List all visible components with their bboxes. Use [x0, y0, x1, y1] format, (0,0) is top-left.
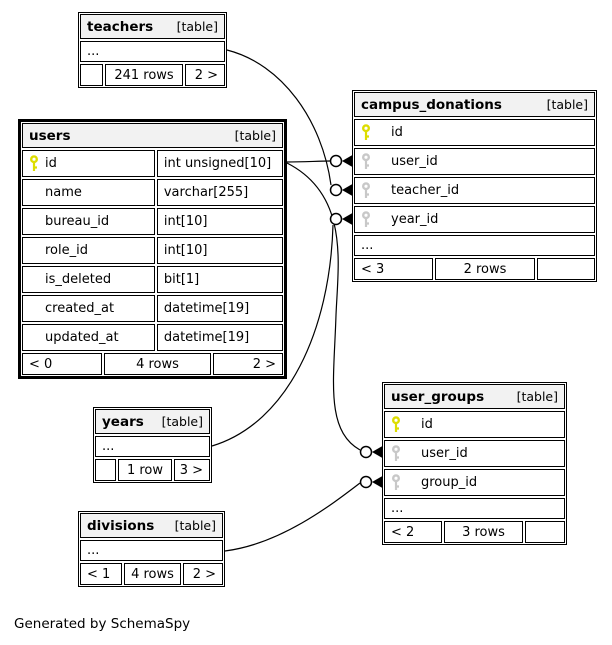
column-name: bureau_id — [45, 214, 110, 229]
column-name: year_id — [391, 212, 439, 227]
column-name: id — [421, 417, 433, 432]
column-name: is_deleted — [45, 272, 112, 287]
edge-arrowhead — [342, 184, 352, 196]
table-type-tag: [table] — [546, 97, 588, 112]
column-name: group_id — [421, 475, 478, 490]
table-type-tag: [table] — [161, 414, 203, 429]
column-name: name — [45, 185, 82, 200]
table-campus_donations[interactable]: campus_donations [table] id user_id teac… — [352, 90, 597, 282]
column-type: int[10] — [156, 237, 283, 264]
pagination-left[interactable]: < 0 — [22, 353, 102, 375]
collapsed-columns: ... — [80, 540, 223, 561]
pagination-right[interactable]: 2 > — [185, 64, 225, 86]
collapsed-columns: ... — [80, 41, 225, 62]
edge-divisions-to-user_groups-group_id — [224, 482, 361, 552]
pagination-right[interactable]: 2 > — [183, 563, 223, 585]
column-type: datetime[19] — [156, 295, 283, 322]
row-count: 1 row — [118, 459, 172, 481]
column-name: id — [45, 156, 57, 171]
column-name: teacher_id — [391, 183, 460, 198]
column-name: created_at — [45, 301, 115, 316]
column-type: int unsigned[10] — [156, 150, 283, 177]
table-user_groups[interactable]: user_groups [table] id user_id group_id … — [382, 382, 567, 545]
edge-dot — [329, 154, 343, 168]
edge-users-id-to-campus_donations-user_id — [286, 160, 331, 163]
edge-users-id-to-user_groups-user_id — [286, 162, 361, 451]
pagination-right — [537, 258, 595, 280]
column-name: user_id — [391, 154, 438, 169]
row-count: 2 rows — [435, 258, 535, 280]
column-name: user_id — [421, 446, 468, 461]
column-name: id — [391, 125, 403, 140]
edge-arrowhead — [372, 476, 382, 488]
foreign-key-icon — [391, 445, 407, 462]
edge-dot — [329, 183, 343, 197]
column-name: updated_at — [45, 330, 119, 345]
foreign-key-icon — [361, 182, 377, 199]
row-count: 4 rows — [124, 563, 181, 585]
table-users[interactable]: users [table] id int unsigned[10] name v… — [18, 119, 287, 379]
column-type: bit[1] — [156, 266, 283, 293]
edge-dot — [359, 445, 373, 459]
primary-key-icon — [391, 416, 407, 433]
collapsed-columns: ... — [384, 498, 565, 519]
collapsed-columns: ... — [354, 235, 595, 256]
table-title[interactable]: years — [102, 413, 144, 430]
table-teachers[interactable]: teachers [table] ... 241 rows 2 > — [78, 12, 227, 88]
primary-key-icon — [29, 155, 45, 172]
foreign-key-icon — [361, 153, 377, 170]
generator-note: Generated by SchemaSpy — [14, 616, 191, 632]
pagination-left — [95, 459, 116, 481]
table-type-tag: [table] — [174, 518, 216, 533]
table-title[interactable]: users — [29, 127, 71, 144]
pagination-left[interactable]: < 1 — [80, 563, 122, 585]
primary-key-icon — [361, 124, 377, 141]
column-type: int[10] — [156, 208, 283, 235]
column-type: datetime[19] — [156, 324, 283, 351]
table-title[interactable]: divisions — [87, 517, 155, 534]
table-title[interactable]: teachers — [87, 18, 154, 35]
table-divisions[interactable]: divisions [table] ... < 1 4 rows 2 > — [78, 511, 225, 587]
column-name: role_id — [45, 243, 88, 258]
edge-arrowhead — [342, 155, 352, 167]
edge-arrowhead — [372, 446, 382, 458]
table-title[interactable]: campus_donations — [361, 96, 502, 113]
pagination-right — [525, 521, 565, 543]
foreign-key-icon — [391, 474, 407, 491]
collapsed-columns: ... — [95, 436, 210, 457]
table-type-tag: [table] — [176, 19, 218, 34]
foreign-key-icon — [361, 211, 377, 228]
table-type-tag: [table] — [516, 389, 558, 404]
column-type: varchar[255] — [156, 179, 283, 206]
pagination-right[interactable]: 2 > — [213, 353, 283, 375]
pagination-left — [80, 64, 103, 86]
edge-dot — [329, 212, 343, 226]
row-count: 241 rows — [105, 64, 183, 86]
pagination-left[interactable]: < 2 — [384, 521, 442, 543]
table-years[interactable]: years [table] ... 1 row 3 > — [93, 407, 212, 483]
table-type-tag: [table] — [234, 128, 276, 143]
table-title[interactable]: user_groups — [391, 388, 485, 405]
edge-arrowhead — [342, 213, 352, 225]
pagination-right[interactable]: 3 > — [174, 459, 210, 481]
pagination-left[interactable]: < 3 — [354, 258, 433, 280]
row-count: 3 rows — [444, 521, 523, 543]
row-count: 4 rows — [104, 353, 211, 375]
edge-dot — [359, 475, 373, 489]
